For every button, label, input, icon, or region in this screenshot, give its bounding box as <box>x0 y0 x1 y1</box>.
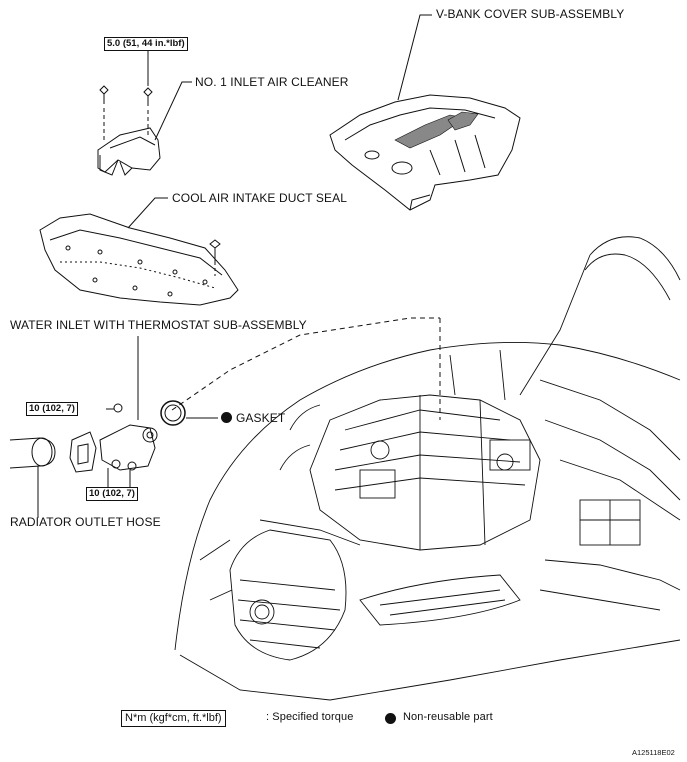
leader-duct <box>127 197 168 229</box>
label-water-inlet: WATER INLET WITH THERMOSTAT SUB-ASSEMBLY <box>10 318 307 332</box>
legend-torque-desc: : Specified torque <box>266 711 354 723</box>
dashed-gasket-link <box>171 317 440 411</box>
leader-cleaner <box>154 81 192 141</box>
leader-vbank <box>397 14 432 101</box>
torque-cleaner-bolt: 5.0 (51, 44 in.*lbf) <box>104 37 188 51</box>
legend-nonreusable-dot <box>385 713 396 724</box>
label-vbank-cover: V-BANK COVER SUB-ASSEMBLY <box>436 7 625 21</box>
engine-bay-drawing <box>174 236 681 701</box>
vbank-cover-drawing <box>329 94 521 211</box>
legend-torque-unit-box: N*m (kgf*cm, ft.*lbf) <box>121 710 226 727</box>
duct-seal-drawing <box>39 213 239 306</box>
label-gasket: GASKET <box>236 411 286 425</box>
nonreusable-dot-gasket <box>221 412 232 423</box>
torque-inlet-bolt-lower: 10 (102, 7) <box>86 487 138 501</box>
water-inlet-drawing <box>9 400 218 518</box>
figure-code: A125118E02 <box>632 748 675 757</box>
label-cool-air-duct-seal: COOL AIR INTAKE DUCT SEAL <box>172 191 347 205</box>
torque-inlet-bolt-upper: 10 (102, 7) <box>26 402 78 416</box>
label-inlet-air-cleaner: NO. 1 INLET AIR CLEANER <box>195 75 349 89</box>
legend-nonreusable-text: Non-reusable part <box>403 711 493 723</box>
inlet-air-cleaner-drawing <box>97 50 161 176</box>
label-radiator-outlet-hose: RADIATOR OUTLET HOSE <box>10 515 161 529</box>
